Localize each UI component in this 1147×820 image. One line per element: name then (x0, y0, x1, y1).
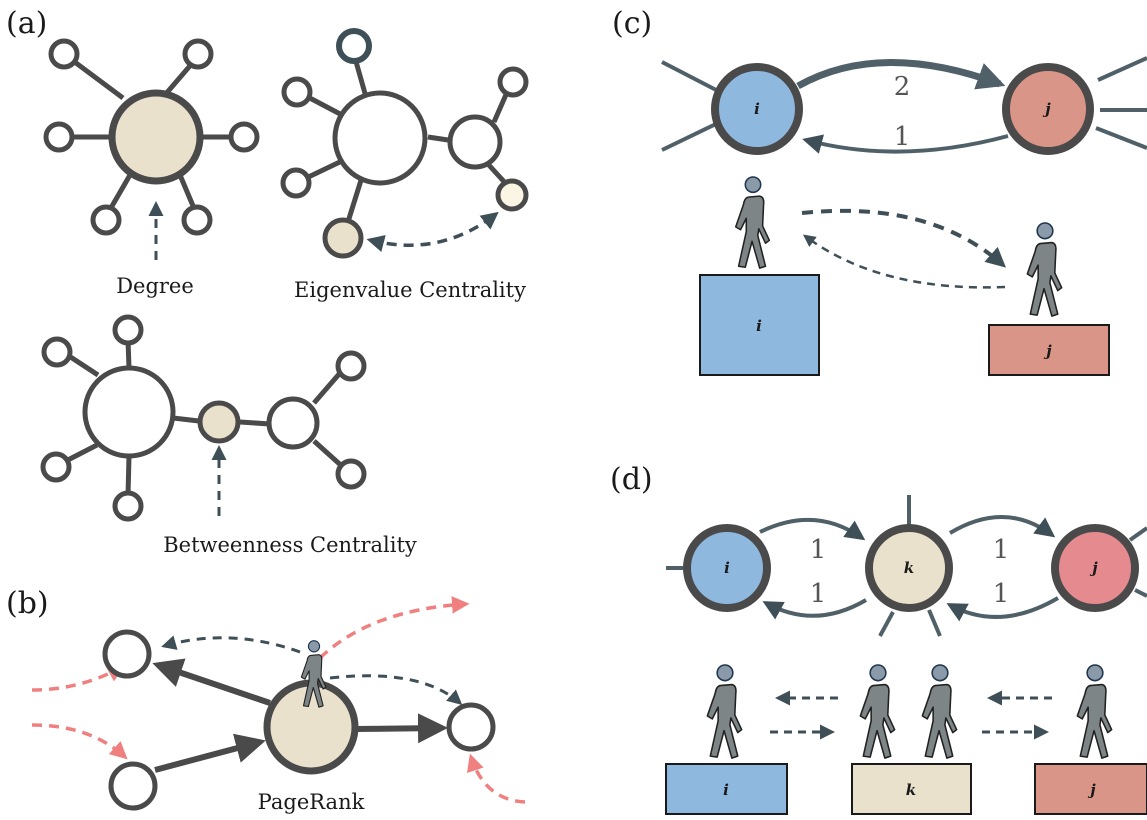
eigen-top-node (336, 28, 372, 64)
panel-d-label: (d) (610, 462, 653, 497)
pagerank-left-top-node (102, 629, 152, 679)
betweenness-caption: Betweenness Centrality (163, 533, 417, 557)
walking-person-icon (734, 176, 771, 270)
edge-j-to-i (802, 134, 1009, 154)
node-i (683, 524, 771, 612)
eigen-leaf (497, 66, 529, 98)
pagerank-network (31, 596, 526, 811)
weight-k-to-j: 1 (993, 535, 1010, 565)
node-j (1051, 524, 1139, 612)
node-i (711, 63, 803, 155)
degree-edges (60, 57, 242, 215)
degree-leaf (43, 121, 75, 153)
pagerank-left-bottom-node (108, 761, 158, 811)
walk-graph-d (666, 495, 1147, 637)
node-k-label: k (904, 559, 914, 577)
box-k (851, 763, 972, 815)
weight-j-to-k: 1 (993, 579, 1010, 609)
betweenness-network (40, 314, 367, 522)
box-j-label: j (1043, 342, 1052, 360)
degree-leaf (90, 204, 122, 236)
eigen-side-node (447, 114, 503, 170)
between-leaf (112, 490, 144, 522)
weight-k-to-i: 1 (810, 579, 827, 609)
eigen-hub-node (332, 90, 428, 186)
between-leaf (41, 336, 73, 368)
panel-c-label: (c) (612, 6, 652, 41)
edge-k-to-i (762, 598, 868, 620)
node-i-label: i (724, 559, 730, 577)
edge-k-to-j (948, 515, 1056, 538)
walker-jump-arrow (161, 635, 301, 654)
between-leaf (40, 451, 72, 483)
node-k (865, 524, 953, 612)
eigen-network (280, 28, 529, 259)
node-j-label: j (1089, 559, 1098, 577)
degree-leaf (228, 121, 260, 153)
eigen-leaf (280, 167, 312, 199)
box-j-label: j (1087, 781, 1096, 799)
node-j-label: j (1042, 100, 1051, 118)
pagerank-caption: PageRank (258, 790, 365, 814)
walking-person-icon (706, 664, 743, 760)
between-left-hub (82, 365, 176, 459)
eigen-leaf (281, 76, 313, 108)
walker-jump-arrow (329, 674, 463, 705)
outgoing-red-arrow (318, 596, 470, 660)
eigen-dashed-double-arrow (366, 211, 499, 252)
between-leaf (335, 350, 367, 382)
eigen-beige-node (322, 217, 364, 259)
weight-i-to-k: 1 (810, 535, 827, 565)
node-j (1002, 63, 1094, 155)
degree-network (43, 38, 260, 236)
between-right-hub (266, 396, 320, 450)
degree-leaf (48, 38, 80, 70)
walking-person-icon (859, 664, 896, 760)
degree-leaf (181, 204, 213, 236)
box-i-label: i (756, 317, 762, 335)
incoming-red-arrow (467, 753, 526, 804)
degree-hub-node (108, 89, 204, 185)
box-k-label: k (906, 781, 916, 799)
between-leaf (335, 458, 367, 490)
node-i-label: i (754, 100, 760, 118)
panel-a-label: (a) (6, 6, 47, 41)
edge-j-to-k (946, 596, 1060, 622)
weight-j-to-i: 1 (894, 122, 911, 152)
box-i-label: i (723, 781, 729, 799)
pagerank-right-node (446, 702, 496, 752)
walk-graph-c (661, 56, 1147, 155)
walker-transition-arrow (801, 208, 1006, 268)
walking-person-icon (1076, 664, 1113, 760)
box-i (699, 274, 820, 376)
degree-caption: Degree (116, 274, 194, 298)
incoming-red-arrow (31, 665, 126, 692)
edge-i-to-j (796, 59, 1006, 90)
walking-person-icon (1026, 222, 1063, 318)
between-leaf (112, 314, 144, 346)
eigen-caption: Eigenvalue Centrality (294, 278, 526, 302)
edge-i-to-k (759, 517, 866, 541)
box-j (988, 324, 1110, 376)
weight-i-to-j: 2 (894, 72, 911, 102)
box-i (665, 763, 788, 815)
between-bridge-node (197, 400, 241, 444)
box-j (1034, 763, 1147, 815)
degree-leaf (182, 38, 214, 70)
walking-person-icon (921, 664, 958, 760)
panel-b-label: (b) (6, 586, 49, 621)
walker-transition-arrow (802, 234, 1006, 289)
eigen-pale-node (495, 178, 529, 212)
incoming-red-arrow (31, 723, 128, 760)
